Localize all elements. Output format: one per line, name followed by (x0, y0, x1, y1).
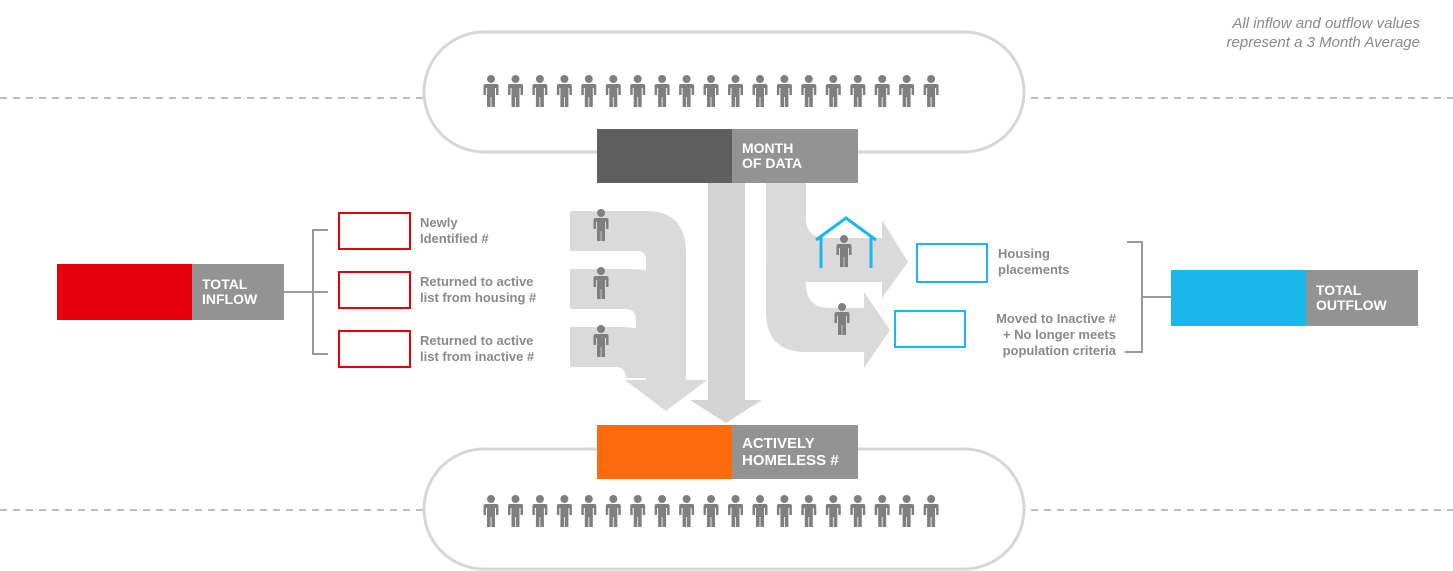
newly-identified-value-box[interactable] (338, 212, 411, 250)
total-outflow-block (1171, 270, 1306, 326)
returned-inactive-value-box[interactable] (338, 330, 411, 368)
total-inflow-block (57, 264, 192, 320)
total-outflow-label: TOTAL OUTFLOW (1306, 270, 1418, 326)
total-outflow-line2: OUTFLOW (1316, 297, 1387, 313)
actively-homeless-block (597, 425, 732, 479)
average-note-line1: All inflow and outflow values (1232, 15, 1420, 32)
returned-inactive-label: Returned to active list from inactive # (420, 333, 534, 365)
moved-inactive-line1: Moved to Inactive # (996, 311, 1116, 326)
returned-housing-value-box[interactable] (338, 271, 411, 309)
housing-placements-value-box[interactable] (916, 243, 988, 283)
month-of-data-line1: MONTH (742, 140, 794, 156)
returned-inactive-line1: Returned to active (420, 333, 534, 348)
average-note-line2: represent a 3 Month Average (1226, 34, 1420, 51)
outflow-arrow-moved-inactive (766, 242, 890, 368)
newly-identified-line2: Identified # (420, 231, 489, 246)
month-of-data-block (597, 129, 732, 183)
returned-inactive-line2: list from inactive # (420, 349, 535, 364)
month-of-data-line2: OF DATA (742, 155, 803, 171)
house-icon (815, 216, 877, 268)
outflow-bracket (1125, 241, 1171, 353)
actively-homeless-line2: HOMELESS # (742, 452, 839, 469)
month-of-data-label: MONTH OF DATA (732, 129, 858, 183)
inflow-bracket (284, 229, 328, 355)
moved-inactive-line3: population criteria (1002, 343, 1116, 358)
newly-identified-label: Newly Identified # (420, 215, 489, 247)
total-inflow-label: TOTAL INFLOW (192, 264, 284, 320)
moved-inactive-label: Moved to Inactive # + No longer meets po… (970, 311, 1116, 359)
housing-placements-line1: Housing (998, 246, 1050, 261)
returned-housing-line1: Returned to active (420, 274, 534, 289)
total-inflow-line2: INFLOW (202, 291, 258, 307)
moved-inactive-line2: + No longer meets (1002, 327, 1116, 342)
returned-housing-label: Returned to active list from housing # (420, 274, 536, 306)
total-outflow-line1: TOTAL (1316, 282, 1362, 298)
moved-inactive-value-box[interactable] (894, 310, 966, 348)
outflow-arrow-housing-placements (766, 183, 908, 298)
returned-housing-line2: list from housing # (420, 290, 537, 305)
newly-identified-line1: Newly (420, 215, 458, 230)
housing-placements-label: Housing placements (998, 246, 1070, 278)
average-note: All inflow and outflow values represent … (1120, 14, 1420, 52)
housing-placements-line2: placements (998, 262, 1070, 277)
actively-homeless-label: ACTIVELY HOMELESS # (732, 425, 858, 479)
actively-homeless-line1: ACTIVELY (742, 435, 815, 452)
central-down-arrow (690, 183, 762, 423)
total-inflow-line1: TOTAL (202, 276, 248, 292)
